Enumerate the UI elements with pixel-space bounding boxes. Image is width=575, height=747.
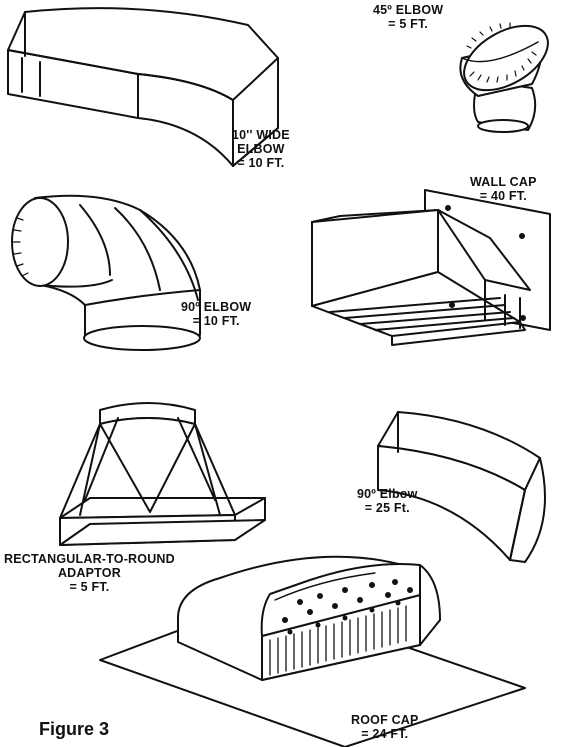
wall-cap-label-line-2: = 40 FT.	[479, 189, 527, 203]
elbow-90-rect-illustration	[377, 411, 546, 563]
wall-cap-illustration	[311, 189, 551, 346]
wide-elbow-illustration	[7, 7, 279, 167]
roof-cap-label-line-2: = 24 FT.	[361, 727, 409, 741]
elbow-90-round-label-line-2: = 10 FT.	[192, 314, 240, 328]
wide-elbow-label-line-2: ELBOW	[237, 142, 285, 156]
wide-elbow-label-line-1: 10'' WIDE	[232, 128, 290, 142]
rectangular-to-round-adaptor-illustration	[59, 402, 266, 546]
elbow-90-round-label-line-1: 90º ELBOW	[181, 300, 252, 314]
elbow-45-label-line-2: = 5 FT.	[388, 17, 429, 31]
elbow-45-label-line-1: 45º ELBOW	[373, 3, 444, 17]
roof-cap-label-line-1: ROOF CAP	[351, 713, 419, 727]
wide-elbow-label: 10'' WIDE ELBOW = 10 FT.	[232, 128, 290, 170]
adaptor-label: RECTANGULAR-TO-ROUND ADAPTOR = 5 FT.	[4, 552, 175, 594]
elbow-90-rect-label: 90º Elbow = 25 Ft.	[357, 487, 418, 515]
elbow-45-illustration	[459, 22, 549, 133]
adaptor-label-line-2: ADAPTOR	[57, 566, 121, 580]
figure-caption: Figure 3	[39, 719, 110, 739]
adaptor-label-line-1: RECTANGULAR-TO-ROUND	[4, 552, 175, 566]
wall-cap-label: WALL CAP = 40 FT.	[470, 175, 537, 203]
wall-cap-label-line-1: WALL CAP	[470, 175, 537, 189]
roof-cap-illustration	[99, 555, 526, 747]
elbow-90-rect-label-line-1: 90º Elbow	[357, 487, 418, 501]
adaptor-label-line-3: = 5 FT.	[69, 580, 110, 594]
roof-cap-label: ROOF CAP = 24 FT.	[351, 713, 419, 741]
elbow-90-rect-label-line-2: = 25 Ft.	[364, 501, 410, 515]
elbow-90-round-label: 90º ELBOW = 10 FT.	[181, 300, 251, 328]
wide-elbow-label-line-3: = 10 FT.	[237, 156, 285, 170]
elbow-45-label: 45º ELBOW = 5 FT.	[373, 3, 443, 31]
elbow-90-round-illustration	[11, 194, 201, 351]
